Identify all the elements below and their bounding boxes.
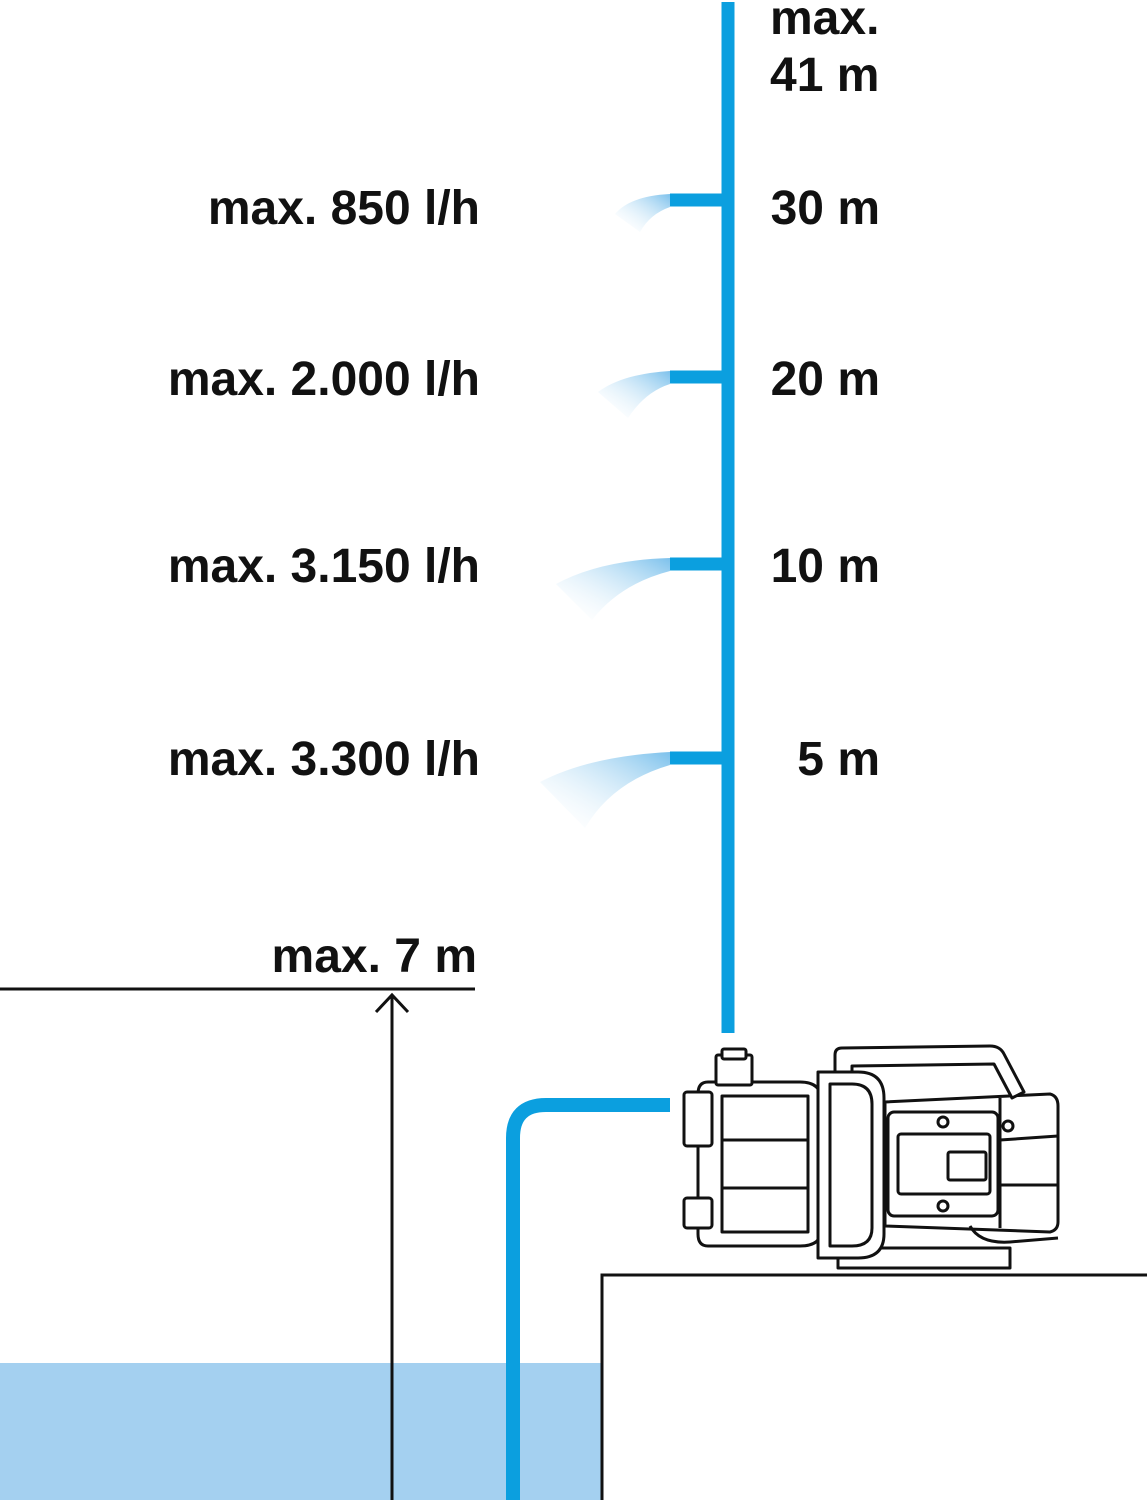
water-spray-5m [540, 752, 670, 828]
suction-hose [506, 1098, 670, 1500]
height-label-30m: 30 m [771, 182, 880, 235]
suction-height-label: max. 7 m [272, 930, 477, 983]
flow-label-10m: max. 3.150 l/h [168, 540, 480, 593]
height-label-20m: 20 m [771, 353, 880, 406]
max-head-label-line1: max. [770, 0, 879, 45]
garden-pump-icon [682, 1044, 1060, 1270]
height-label-5m: 5 m [797, 733, 880, 786]
flow-label-30m: max. 850 l/h [208, 182, 480, 235]
flow-label-20m: max. 2.000 l/h [168, 353, 480, 406]
water-spray-10m [556, 558, 670, 620]
arrow-head-icon [374, 992, 410, 1014]
ground-ledge [600, 1273, 1147, 1500]
water-spray-30m [615, 194, 670, 232]
flow-label-5m: max. 3.300 l/h [168, 733, 480, 786]
height-label-10m: 10 m [771, 540, 880, 593]
max-head-label-line2: 41 m [770, 49, 879, 102]
water-spray-20m [598, 371, 670, 418]
water-body [0, 1363, 602, 1500]
